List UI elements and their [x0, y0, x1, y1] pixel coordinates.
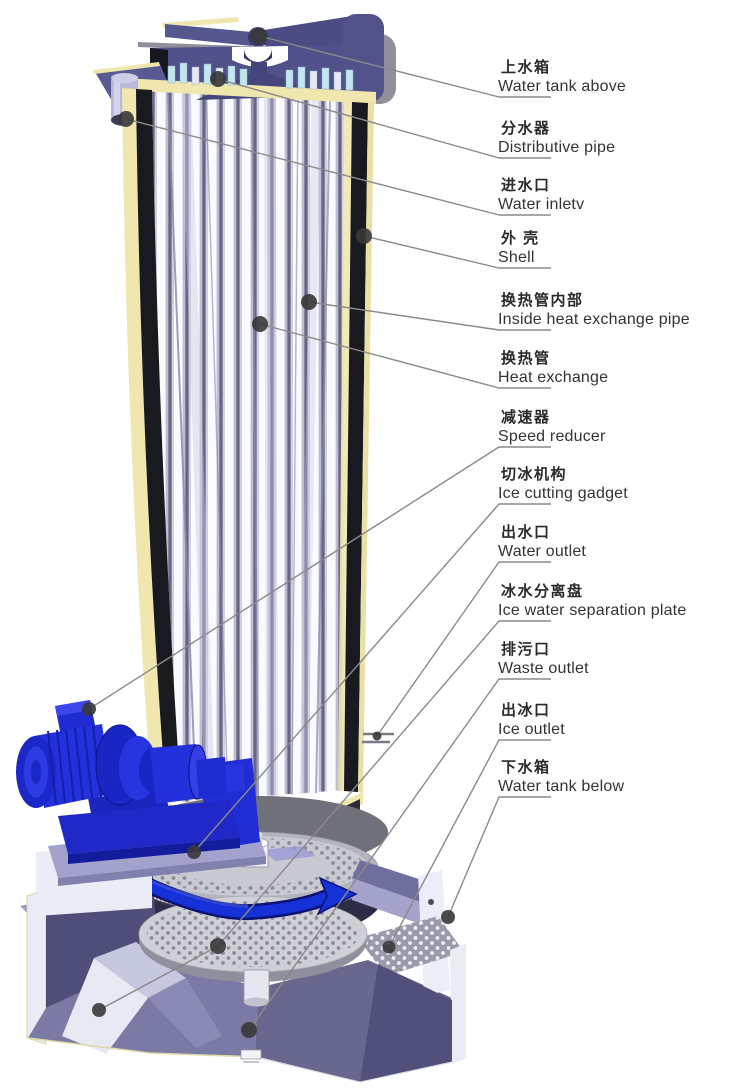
- label-zh: 排污口: [501, 641, 551, 658]
- label-zh: 上水箱: [501, 59, 551, 76]
- label-water-inlet: 进水口 Water inletv: [498, 176, 584, 214]
- label-zh: 切冰机构: [501, 466, 568, 483]
- label-en: Distributive pipe: [498, 139, 616, 156]
- label-en: Speed reducer: [498, 428, 606, 445]
- label-zh: 分水器: [501, 120, 551, 137]
- label-zh: 冰水分离盘: [501, 583, 584, 600]
- part-heat-exchange-tubes: [152, 90, 352, 803]
- label-waste-outlet: 排污口 Waste outlet: [498, 640, 589, 678]
- label-en: Ice cutting gadget: [498, 485, 628, 502]
- label-water-tank-above: 上水箱 Water tank above: [498, 58, 626, 96]
- label-en: Ice water separation plate: [498, 602, 687, 619]
- label-en: Inside heat exchange pipe: [498, 311, 690, 328]
- label-zh: 进水口: [501, 177, 551, 194]
- label-heat-exchange: 换热管 Heat exchange: [498, 349, 608, 387]
- label-zh: 出水口: [501, 524, 551, 541]
- label-en: Waste outlet: [498, 660, 589, 677]
- label-water-outlet: 出水口 Water outlet: [498, 523, 586, 561]
- label-en: Water outlet: [498, 543, 587, 560]
- label-en: Shell: [498, 249, 535, 266]
- part-ice-outlet-chute: [352, 860, 464, 996]
- label-zh: 下水箱: [501, 759, 551, 776]
- label-zh: 换热管内部: [501, 292, 584, 309]
- leader-lines: [88, 35, 551, 1031]
- label-zh: 外 壳: [501, 230, 540, 247]
- label-en: Ice outlet: [498, 721, 565, 738]
- label-en: Heat exchange: [498, 369, 609, 386]
- label-zh: 换热管: [501, 350, 551, 367]
- label-en: Water tank above: [498, 78, 627, 95]
- label-inside-heat-exchange-pipe: 换热管内部 Inside heat exchange pipe: [498, 291, 690, 329]
- label-en: Water tank below: [498, 778, 625, 795]
- label-speed-reducer: 减速器 Speed reducer: [498, 408, 606, 446]
- part-waste-outlet-drain: [240, 1049, 262, 1063]
- label-ice-outlet: 出冰口 Ice outlet: [498, 701, 565, 739]
- label-distributive-pipe: 分水器 Distributive pipe: [498, 119, 615, 157]
- label-zh: 减速器: [501, 409, 551, 426]
- label-zh: 出冰口: [501, 702, 551, 719]
- label-shell: 外 壳 Shell: [498, 229, 540, 267]
- label-en: Water inletv: [498, 196, 585, 213]
- part-speed-reducer: [16, 700, 266, 916]
- leader-dots: [82, 28, 455, 1038]
- label-ice-water-separation-plate: 冰水分离盘 Ice water separation plate: [498, 582, 686, 620]
- label-water-tank-below: 下水箱 Water tank below: [498, 758, 624, 796]
- label-ice-cutting-gadget: 切冰机构 Ice cutting gadget: [498, 465, 628, 503]
